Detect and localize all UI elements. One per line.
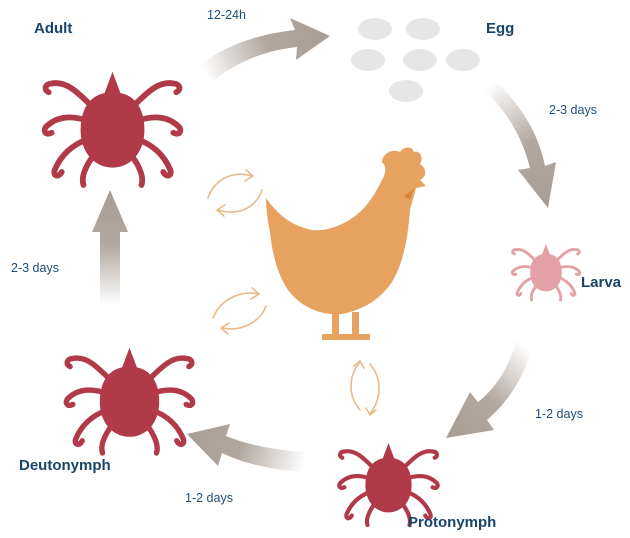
duration-larva-to-protonymph: 1-2 days — [535, 407, 583, 421]
stage-label-larva: Larva — [581, 274, 621, 291]
egg-cluster-icon — [351, 18, 480, 102]
mite-leg — [133, 83, 180, 107]
hen-icon — [266, 148, 426, 341]
mite-body — [530, 254, 562, 291]
feeding-arrow-deutonymph — [213, 288, 266, 334]
protonymph-icon — [339, 443, 437, 525]
mite-leg — [148, 358, 191, 380]
mite-leg — [513, 249, 536, 261]
mite-mouthparts — [121, 348, 137, 370]
mite-leg — [556, 249, 579, 261]
mite-mouthparts — [542, 244, 551, 256]
mite-leg — [46, 83, 93, 107]
arrow-egg-to-larva — [482, 82, 556, 208]
duration-deutonymph-to-adult: 2-3 days — [11, 261, 59, 275]
mite-body — [81, 92, 145, 167]
stage-label-deutonymph: Deutonymph — [19, 457, 111, 474]
mite-body — [100, 367, 159, 437]
larva-icon — [512, 244, 579, 300]
arrow-larva-to-protonymph — [446, 335, 534, 438]
mite-mouthparts — [382, 443, 395, 460]
mite-leg — [340, 451, 374, 468]
mite-body — [365, 458, 411, 513]
arrow-adult-to-egg — [198, 18, 330, 80]
arrow-deutonymph-to-adult — [92, 190, 128, 312]
duration-protonymph-to-deutonymph: 1-2 days — [185, 491, 233, 505]
arrow-protonymph-to-deutonymph — [187, 424, 305, 472]
mite-leg — [67, 358, 110, 380]
feeding-arrow-protonymph — [351, 361, 379, 415]
feeding-arrow-adult — [208, 170, 262, 216]
duration-adult-to-egg: 12-24h — [207, 8, 246, 22]
deutonymph-icon — [66, 348, 192, 453]
stage-label-protonymph: Protonymph — [408, 514, 496, 531]
mite-leg — [403, 451, 437, 468]
adult-mite-icon — [45, 72, 181, 185]
mite-mouthparts — [104, 72, 121, 95]
stage-label-egg: Egg — [486, 20, 514, 37]
stage-label-adult: Adult — [34, 20, 72, 37]
duration-egg-to-larva: 2-3 days — [549, 103, 597, 117]
